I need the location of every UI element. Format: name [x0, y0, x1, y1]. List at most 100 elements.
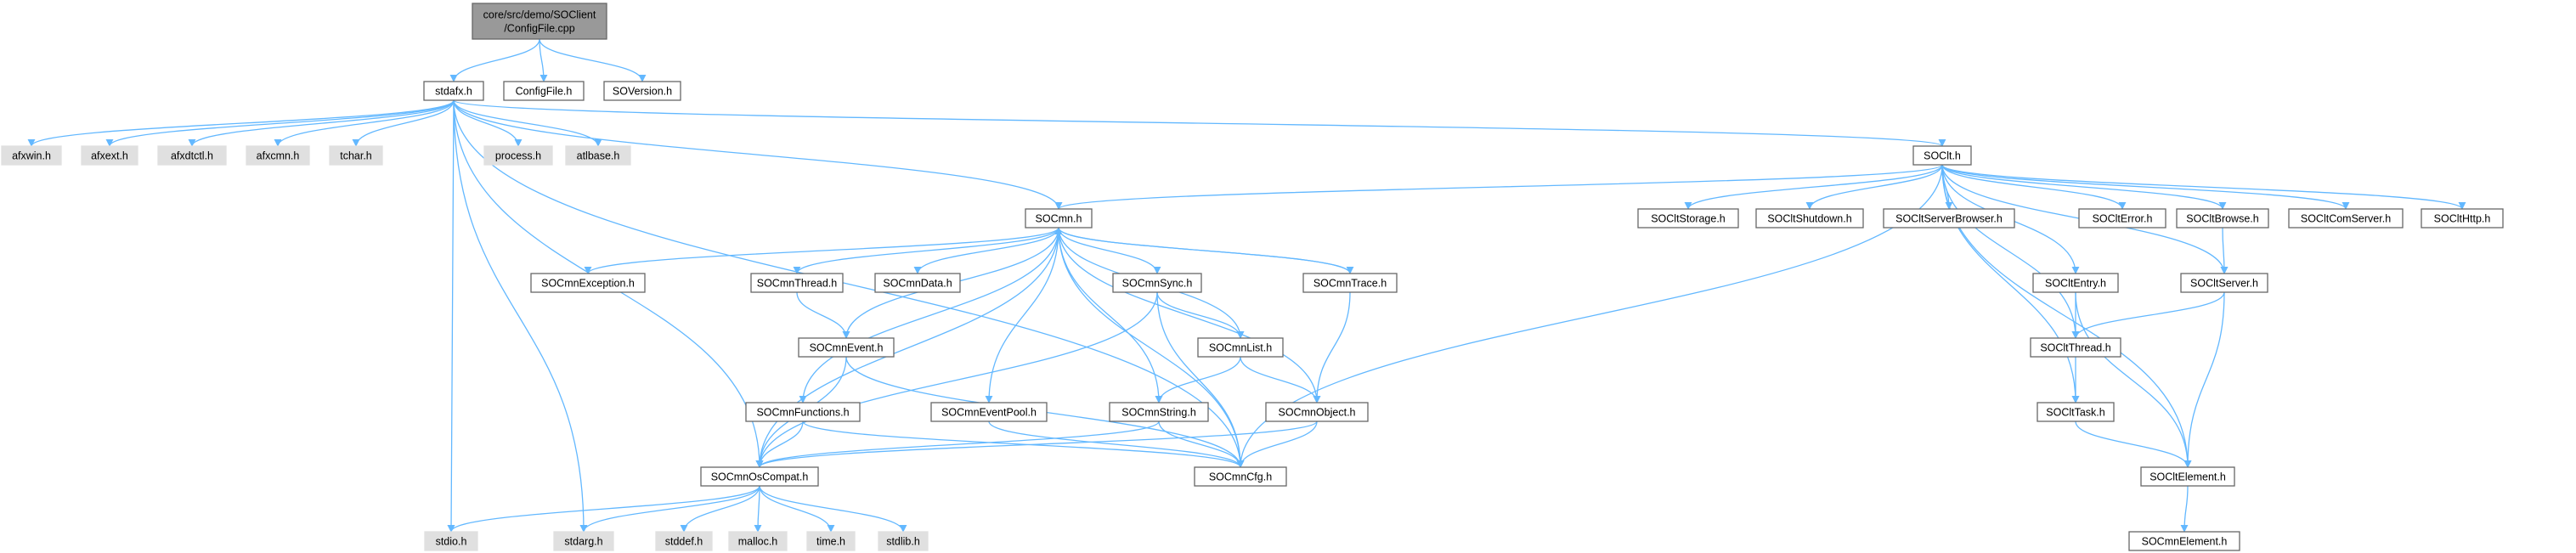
node-socmnoscompat[interactable]: SOCmnOsCompat.h	[700, 466, 819, 487]
node-label: SOCmnEvent.h	[810, 342, 884, 354]
node-label: SOCmnCfg.h	[1209, 471, 1272, 483]
node-label: tchar.h	[340, 150, 372, 162]
node-box	[530, 273, 646, 293]
node-box	[1025, 208, 1093, 229]
node-socmnfunctions[interactable]: SOCmnFunctions.h	[745, 402, 861, 422]
node-box	[2037, 402, 2115, 422]
edge-socmnoscompat-to-malloc	[754, 485, 762, 533]
node-label: SOClt.h	[1924, 150, 1961, 162]
node-soclt[interactable]: SOClt.h	[1912, 145, 1972, 166]
node-box	[798, 337, 895, 358]
node-sociterror[interactable]: SOCltError.h	[2078, 208, 2166, 229]
edge-stdafx-to-stdarg	[453, 99, 588, 533]
node-box	[2078, 208, 2166, 229]
node-box	[2288, 208, 2404, 229]
node-socmncfg[interactable]: SOCmnCfg.h	[1194, 466, 1287, 487]
node-label: /ConfigFile.cpp	[504, 23, 574, 35]
edge-stdafx-to-socmncfg	[453, 99, 1245, 468]
node-label: SOCltEntry.h	[2045, 278, 2106, 290]
node-label: SOCltServer.h	[2190, 278, 2258, 290]
node-label: SOCltElement.h	[2149, 471, 2226, 483]
node-socmnlist[interactable]: SOCmnList.h	[1197, 337, 1284, 358]
node-root[interactable]: core/src/demo/SOClient/ConfigFile.cpp	[472, 3, 607, 40]
node-box	[424, 531, 478, 551]
node-socmnobject[interactable]: SOCmnObject.h	[1265, 402, 1369, 422]
node-soclttask[interactable]: SOCltTask.h	[2037, 402, 2115, 422]
node-socltentry[interactable]: SOCltEntry.h	[2032, 273, 2119, 293]
node-label: SOCmnObject.h	[1278, 407, 1355, 419]
node-socmnevent[interactable]: SOCmnEvent.h	[798, 337, 895, 358]
edge-stdafx-to-afxdtctl	[188, 99, 455, 147]
node-soversion[interactable]: SOVersion.h	[603, 81, 681, 101]
node-box	[553, 531, 614, 551]
edge-socmn-to-socmnexception	[584, 227, 1059, 274]
node-socltbrowse[interactable]: SOCltBrowse.h	[2176, 208, 2269, 229]
node-box	[246, 145, 310, 166]
node-socmnexception[interactable]: SOCmnException.h	[530, 273, 646, 293]
edge-socltelement-to-socmnelement	[2180, 485, 2189, 533]
node-afxwin: afxwin.h	[1, 145, 62, 166]
edge-socmn-to-socmnsync	[1058, 227, 1161, 274]
node-socmntrace[interactable]: SOCmnTrace.h	[1302, 273, 1398, 293]
node-configfile[interactable]: ConfigFile.h	[503, 81, 585, 101]
node-label: SOCmnException.h	[541, 278, 635, 290]
node-socltserver[interactable]: SOCltServer.h	[2180, 273, 2268, 293]
node-soclthttp[interactable]: SOCltHttp.h	[2421, 208, 2504, 229]
node-box	[1112, 273, 1202, 293]
node-box	[2128, 531, 2240, 551]
node-socmn[interactable]: SOCmn.h	[1025, 208, 1093, 229]
node-box	[483, 145, 553, 166]
node-afxext: afxext.h	[81, 145, 138, 166]
node-socmnstring[interactable]: SOCmnString.h	[1109, 402, 1209, 422]
node-tchar: tchar.h	[329, 145, 383, 166]
edge-stdafx-to-stdio	[447, 99, 455, 533]
node-socltelement[interactable]: SOCltElement.h	[2140, 466, 2235, 487]
edge-soclt-to-socmn	[1054, 164, 1943, 210]
node-socmnsync[interactable]: SOCmnSync.h	[1112, 273, 1202, 293]
node-label: afxext.h	[91, 150, 128, 162]
node-socltthread[interactable]: SOCltThread.h	[2030, 337, 2121, 358]
node-label: SOCltStorage.h	[1651, 213, 1726, 225]
node-box	[2176, 208, 2269, 229]
node-label: SOCltServerBrowser.h	[1895, 213, 2003, 225]
node-socmndata[interactable]: SOCmnData.h	[874, 273, 961, 293]
edge-root-to-soversion	[539, 38, 647, 82]
node-box	[2140, 466, 2235, 487]
edge-soclt-to-socltbrowse	[1941, 164, 2227, 210]
node-socltshutdown[interactable]: SOCltShutdown.h	[1755, 208, 1864, 229]
node-socltstorage[interactable]: SOCltStorage.h	[1637, 208, 1739, 229]
node-socmneventpool[interactable]: SOCmnEventPool.h	[930, 402, 1048, 422]
node-box	[728, 531, 788, 551]
node-box	[655, 531, 713, 551]
node-label: stdlib.h	[886, 536, 920, 548]
edge-socmnoscompat-to-stdio	[447, 485, 760, 533]
edge-socmnobject-to-socmncfg	[1236, 420, 1318, 468]
node-box	[1755, 208, 1864, 229]
node-box	[503, 81, 585, 101]
node-label: SOCmnElement.h	[2142, 536, 2228, 548]
edge-socmntrace-to-socmnobject	[1313, 291, 1351, 403]
node-socltcomserver[interactable]: SOCltComServer.h	[2288, 208, 2404, 229]
edge-socmnthread-to-socmnevent	[796, 291, 850, 339]
node-stdafx[interactable]: stdafx.h	[423, 81, 484, 101]
node-box	[1912, 145, 1972, 166]
node-time: time.h	[806, 531, 856, 551]
node-box	[1194, 466, 1287, 487]
edge-soclt-to-socltshutdown	[1805, 164, 1943, 210]
node-label: stddef.h	[665, 536, 703, 548]
node-box	[1883, 208, 2015, 229]
node-socmnthread[interactable]: SOCmnThread.h	[750, 273, 844, 293]
node-socltserverbrowser[interactable]: SOCltServerBrowser.h	[1883, 208, 2015, 229]
node-box	[874, 273, 961, 293]
edge-socmn-to-socmncfg	[1058, 227, 1245, 468]
node-box	[423, 81, 484, 101]
node-stdarg: stdarg.h	[553, 531, 614, 551]
node-box	[1637, 208, 1739, 229]
edge-soclt-to-soclthttp	[1941, 164, 2466, 210]
node-socmnelement[interactable]: SOCmnElement.h	[2128, 531, 2240, 551]
node-label: SOCltShutdown.h	[1767, 213, 1851, 225]
edge-socltbrowse-to-socltserver	[2220, 227, 2229, 274]
node-box	[806, 531, 856, 551]
node-label: SOCltError.h	[2093, 213, 2153, 225]
edge-socmn-to-socmnoscompat	[755, 227, 1059, 468]
